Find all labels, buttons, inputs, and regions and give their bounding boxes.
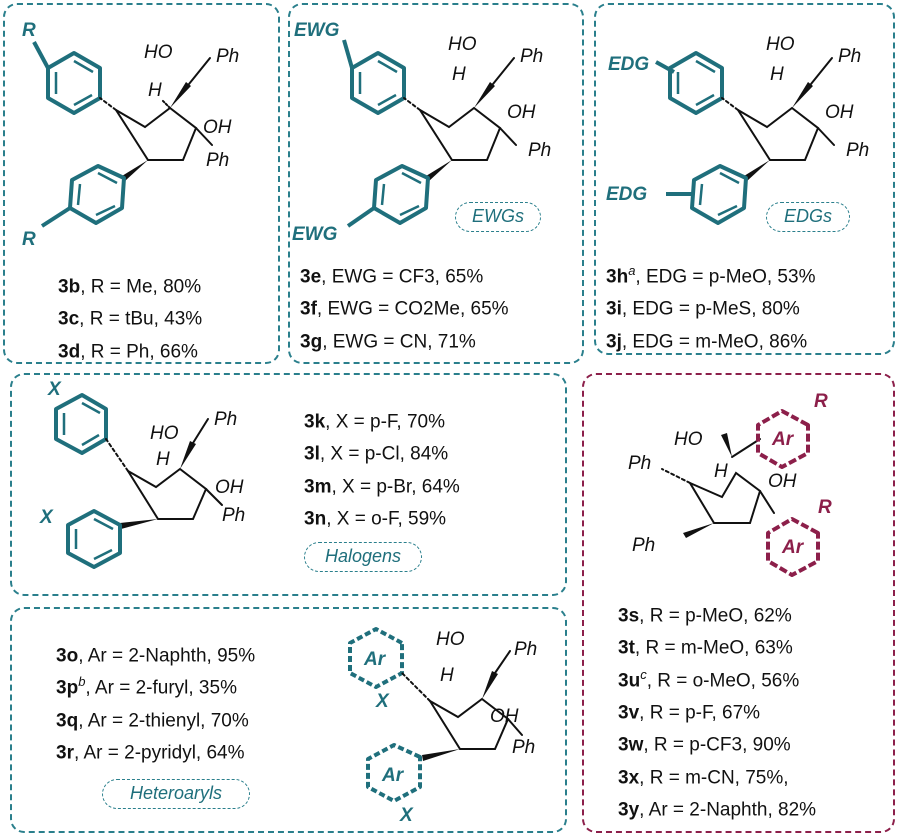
entry: 3n, X = o-F, 59% — [304, 508, 447, 530]
svg-text:X: X — [375, 691, 390, 712]
entry: 3i, EDG = p-MeS, 80% — [606, 298, 800, 320]
svg-text:HO: HO — [674, 429, 703, 450]
svg-text:H: H — [440, 665, 454, 686]
entry: 3pb, Ar = 2-furyl, 35% — [56, 674, 237, 699]
svg-text:H: H — [770, 64, 784, 85]
svg-text:OH: OH — [507, 102, 536, 123]
label-ewg-top: EWG — [294, 20, 340, 41]
svg-text:Ph: Ph — [520, 46, 543, 67]
entry: 3l, X = p-Cl, 84% — [304, 443, 449, 465]
entry: 3k, X = p-F, 70% — [304, 411, 446, 433]
structure-diaryl-cyclopentanol-ewg: EWG EWG HO Ph H OH Ph — [292, 20, 551, 245]
panel-ewg-substituents — [288, 3, 584, 364]
entry: 3s, R = p-MeO, 62% — [618, 605, 792, 627]
label-x-top: X — [47, 379, 62, 400]
entries-panel-5: 3o, Ar = 2-Naphth, 95% 3pb, Ar = 2-furyl… — [56, 637, 255, 766]
label-h: H — [148, 80, 162, 101]
structure-diaryl-cyclopentanol-edg: EDG EDG HO Ph H OH Ph — [606, 34, 869, 225]
structure-diaryl-cyclopentanol-halogen: X X HO Ph H OH Ph — [39, 379, 245, 569]
label-ewg-bottom: EWG — [292, 224, 338, 245]
panel-edg-substituents — [594, 3, 895, 355]
svg-text:Ph: Ph — [222, 505, 245, 526]
svg-text:OH: OH — [215, 477, 244, 498]
panel-aryl-variation — [582, 373, 895, 833]
entry: 3y, Ar = 2-Naphth, 82% — [618, 799, 817, 821]
tag-halogens: Halogens — [304, 542, 422, 572]
svg-text:Ar: Ar — [781, 537, 805, 558]
entry: 3c, R = tBu, 43% — [58, 308, 203, 330]
label-oh: OH — [203, 117, 232, 138]
label-ph-2: Ph — [206, 150, 229, 171]
entry: 3t, R = m-MeO, 63% — [618, 637, 793, 659]
svg-text:HO: HO — [150, 423, 179, 444]
entry: 3d, R = Ph, 66% — [58, 340, 198, 362]
entry: 3x, R = m-CN, 75%, — [618, 766, 789, 788]
entry: 3uc, R = o-MeO, 56% — [618, 666, 800, 691]
label-r-upper: R — [814, 391, 828, 412]
entry: 3q, Ar = 2-thienyl, 70% — [56, 709, 249, 731]
label-r-bottom: R — [22, 229, 36, 250]
svg-text:OH: OH — [768, 471, 797, 492]
svg-text:Ph: Ph — [632, 535, 655, 556]
entry: 3f, EWG = CO2Me, 65% — [300, 298, 509, 320]
svg-text:Ph: Ph — [628, 453, 651, 474]
svg-text:X: X — [399, 805, 414, 826]
label-x-bottom: X — [39, 507, 54, 528]
entries-panel-2: 3e, EWG = CF3, 65% 3f, EWG = CO2Me, 65% … — [300, 258, 509, 355]
svg-text:Ph: Ph — [846, 140, 869, 161]
label-r-lower: R — [818, 497, 832, 518]
entry: 3ha, EDG = p-MeO, 53% — [606, 263, 816, 288]
svg-text:HO: HO — [766, 34, 795, 55]
svg-text:H: H — [156, 449, 170, 470]
svg-text:H: H — [714, 461, 728, 482]
tag-edgs: EDGs — [766, 202, 850, 232]
svg-text:OH: OH — [825, 102, 854, 123]
structure-diaryl-cyclopentanol-heteroaryl: Ar X Ar X HO Ph H OH Ph — [348, 627, 537, 826]
label-edg-top: EDG — [608, 54, 649, 75]
entries-panel-4: 3k, X = p-F, 70% 3l, X = p-Cl, 84% 3m, X… — [304, 403, 460, 532]
svg-text:OH: OH — [490, 706, 519, 727]
entry: 3b, R = Me, 80% — [58, 276, 202, 298]
svg-text:HO: HO — [448, 34, 477, 55]
entry: 3o, Ar = 2-Naphth, 95% — [56, 645, 256, 667]
entry: 3e, EWG = CF3, 65% — [300, 266, 484, 288]
label-edg-bottom: EDG — [606, 184, 647, 205]
entry: 3g, EWG = CN, 71% — [300, 330, 476, 352]
label-r-top: R — [22, 20, 36, 41]
svg-text:H: H — [452, 64, 466, 85]
svg-text:Ph: Ph — [528, 140, 551, 161]
label-ho: HO — [144, 42, 173, 63]
tag-heteroaryls: Heteroaryls — [102, 779, 250, 809]
entry: 3v, R = p-F, 67% — [618, 702, 761, 724]
structure-diaryl-cyclopentanol-r-aryl: HO Ar R H Ph Ph OH Ar R — [628, 391, 832, 577]
label-ph-1: Ph — [216, 46, 239, 67]
svg-text:Ph: Ph — [512, 737, 535, 758]
entry: 3j, EDG = m-MeO, 86% — [606, 330, 808, 352]
svg-text:HO: HO — [436, 629, 465, 650]
entries-panel-1: 3b, R = Me, 80% 3c, R = tBu, 43% 3d, R =… — [58, 268, 202, 365]
entry: 3m, X = p-Br, 64% — [304, 475, 460, 497]
svg-text:Ph: Ph — [514, 639, 537, 660]
svg-text:Ph: Ph — [214, 409, 237, 430]
panel-heteroaryl-substituents — [10, 607, 567, 833]
svg-text:Ar: Ar — [363, 649, 387, 670]
entry: 3w, R = p-CF3, 90% — [618, 734, 791, 756]
entries-panel-6: 3s, R = p-MeO, 62% 3t, R = m-MeO, 63% 3u… — [618, 597, 816, 823]
panel-halogen-substituents — [10, 373, 567, 596]
tag-ewgs: EWGs — [455, 202, 541, 232]
svg-text:Ar: Ar — [381, 765, 405, 786]
structure-diaryl-cyclopentanol-r: R R HO Ph H OH Ph — [22, 20, 239, 250]
svg-text:Ar: Ar — [771, 429, 795, 450]
entries-panel-3: 3ha, EDG = p-MeO, 53% 3i, EDG = p-MeS, 8… — [606, 258, 815, 355]
entry: 3r, Ar = 2-pyridyl, 64% — [56, 742, 245, 764]
panel-alkyl-aryl-substituents — [3, 3, 280, 364]
svg-text:Ph: Ph — [838, 46, 861, 67]
